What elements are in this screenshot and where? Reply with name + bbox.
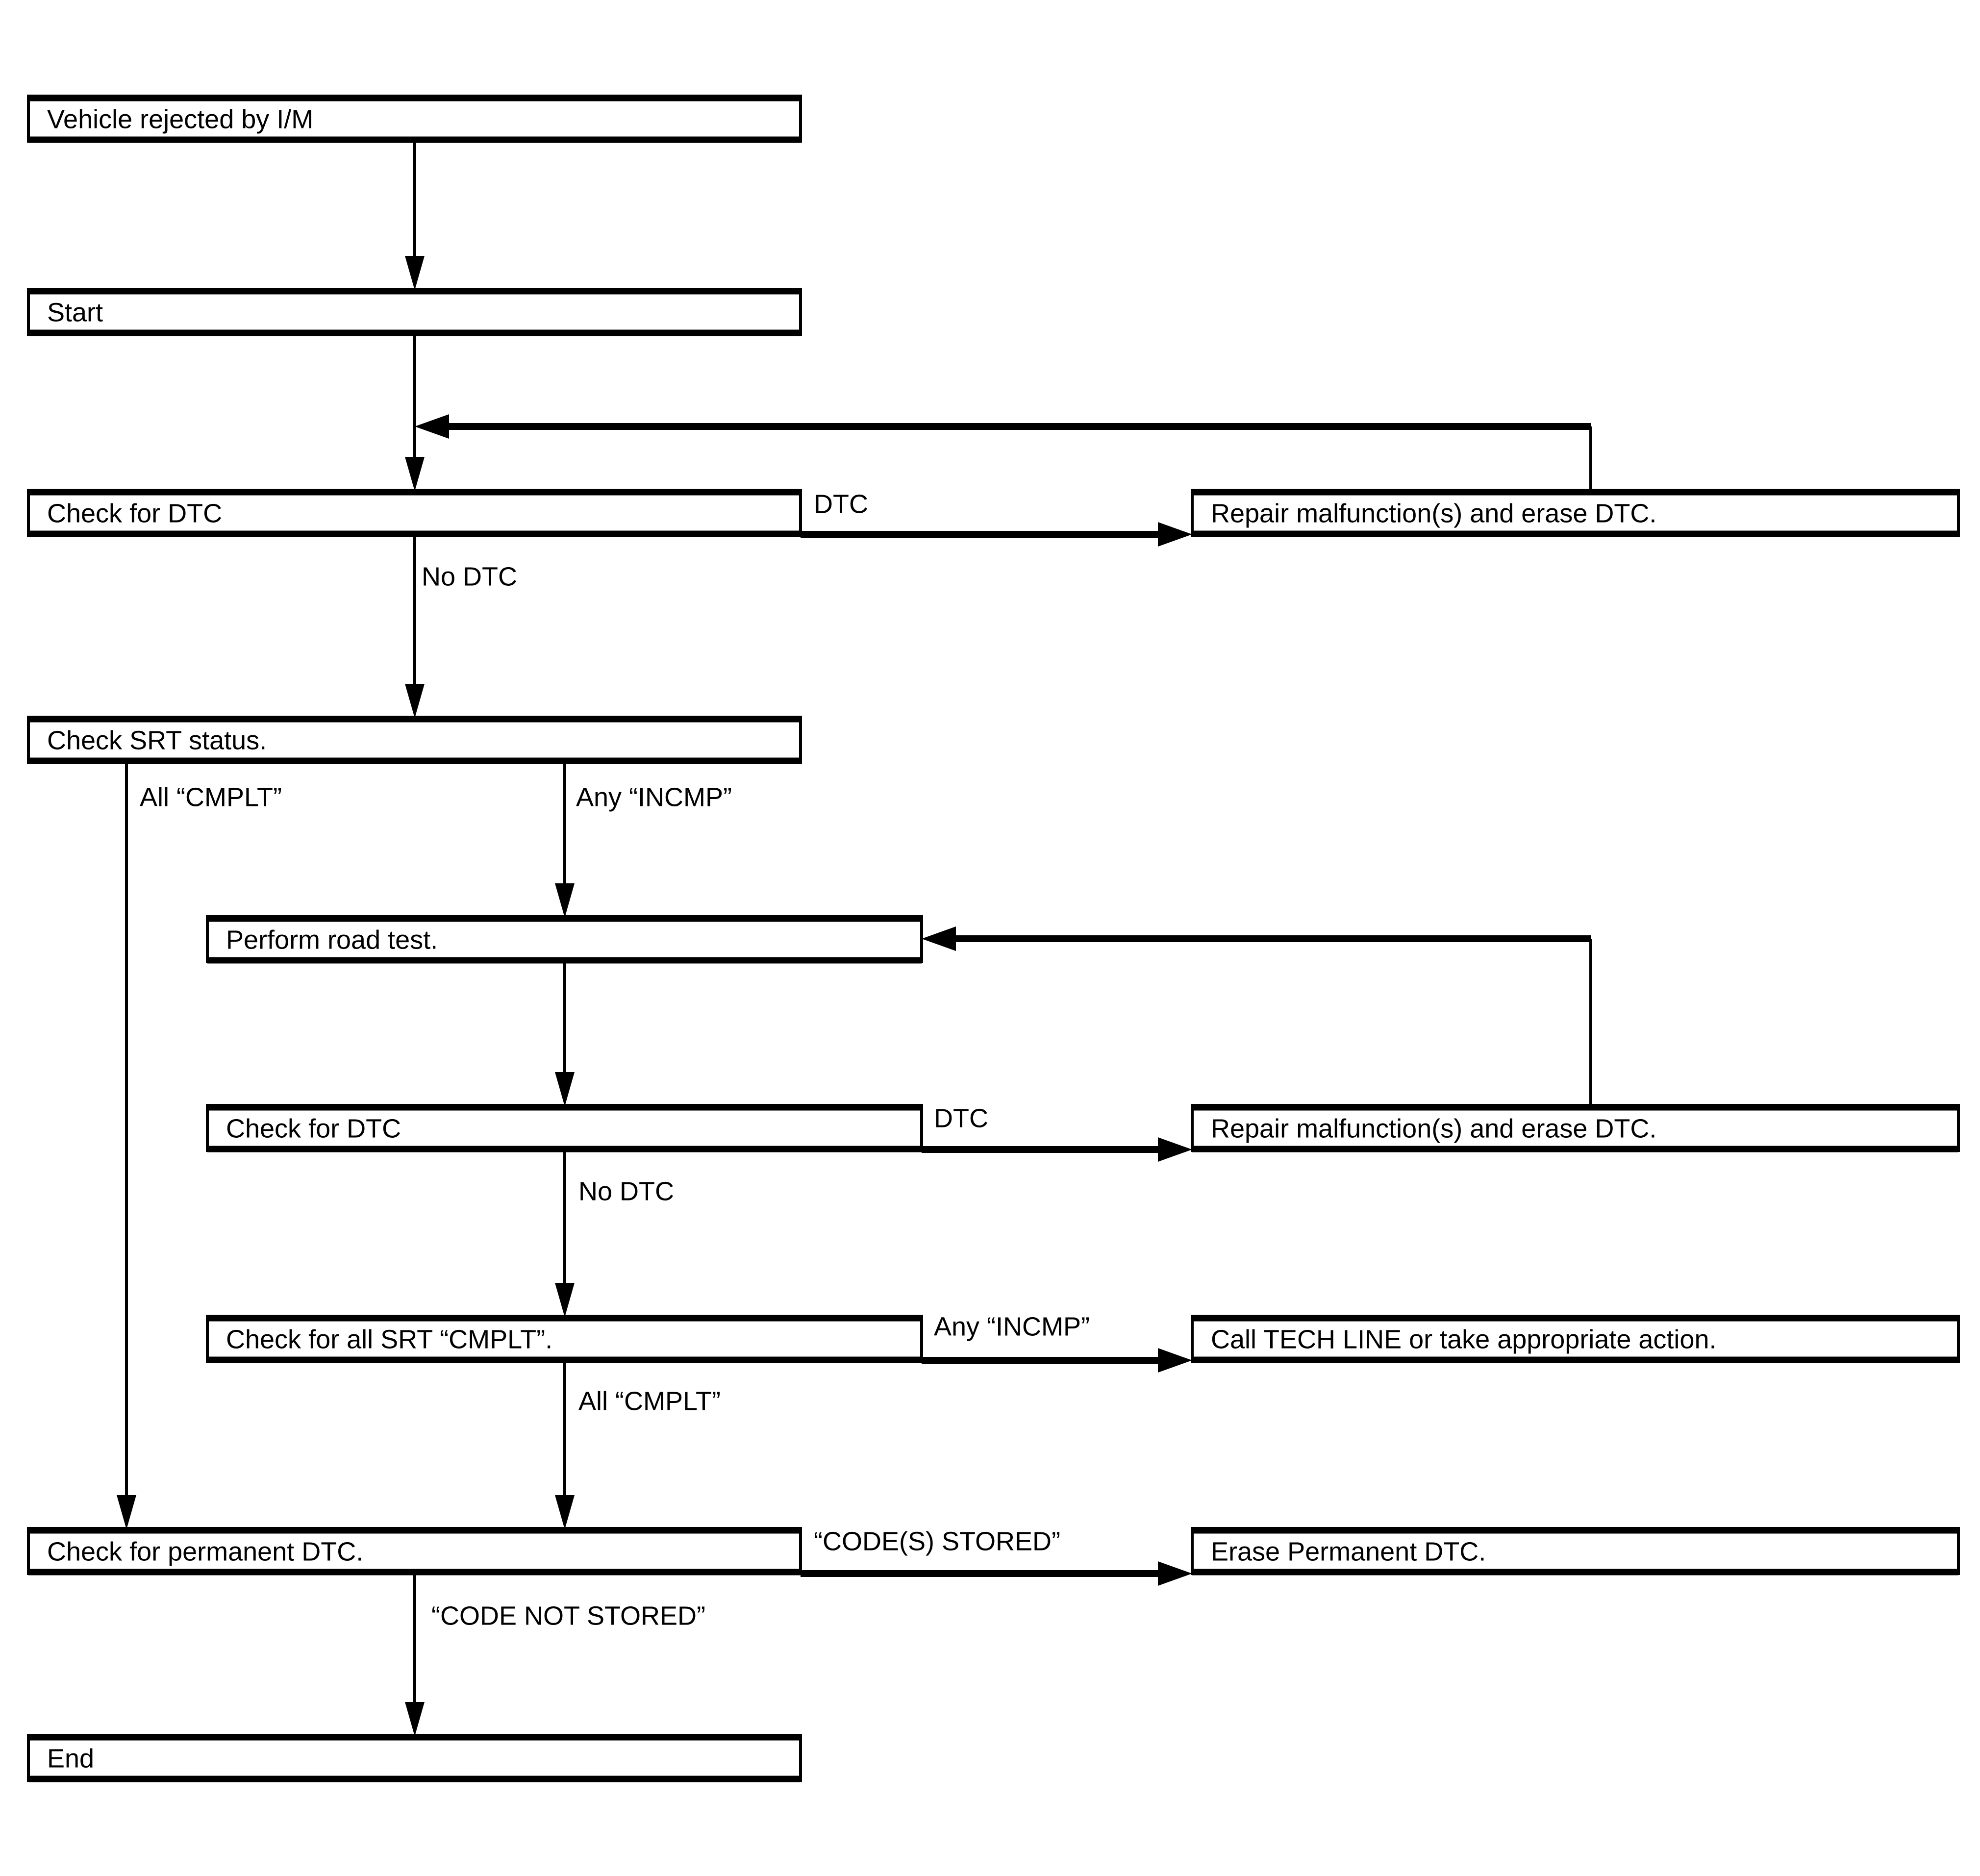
edge-label-any-incmp-1: Any “INCMP” (576, 782, 732, 812)
node-check-permanent-dtc[interactable]: Check for permanent DTC. (27, 1527, 802, 1576)
node-road-test[interactable]: Perform road test. (206, 915, 923, 964)
edge-label-codes-stored: “CODE(S) STORED” (814, 1526, 1060, 1556)
edge-label-all-cmplt-1: All “CMPLT” (140, 782, 282, 812)
connector-check-dtc-1-to-check-srt (405, 535, 425, 718)
node-check-srt[interactable]: Check SRT status. (27, 716, 802, 764)
node-label-vehicle-rejected: Vehicle rejected by I/M (47, 104, 313, 134)
node-label-erase-permanent-dtc: Erase Permanent DTC. (1211, 1537, 1486, 1566)
connector-vehicle-rejected-to-start (405, 142, 425, 290)
edge-label-dtc-1: DTC (814, 489, 868, 519)
node-erase-permanent-dtc[interactable]: Erase Permanent DTC. (1191, 1527, 1960, 1576)
node-label-start: Start (47, 298, 103, 327)
connector-road-test-to-check-dtc-2 (555, 962, 575, 1106)
node-label-end: End (47, 1744, 94, 1773)
connector-check-all-srt-to-call-tech-line (922, 1348, 1192, 1373)
node-label-call-tech-line: Call TECH LINE or take appropriate actio… (1211, 1325, 1716, 1354)
edge-label-no-dtc-2: No DTC (578, 1176, 674, 1206)
node-start[interactable]: Start (27, 288, 802, 336)
connector-check-dtc-2-to-check-all-srt (555, 1151, 575, 1317)
edge-label-no-dtc-1: No DTC (422, 562, 517, 591)
connector-check-all-srt-to-check-permanent-dtc (555, 1361, 575, 1529)
connector-check-permanent-dtc-to-erase-permanent-dtc (801, 1561, 1192, 1586)
connector-repair-2-feedback-loop (922, 926, 1592, 1104)
connector-start-to-check-dtc-1 (405, 335, 425, 491)
node-label-road-test: Perform road test. (226, 925, 438, 954)
edge-label-code-not-stored: “CODE NOT STORED” (431, 1601, 705, 1630)
node-label-check-srt: Check SRT status. (47, 725, 267, 755)
node-call-tech-line[interactable]: Call TECH LINE or take appropriate actio… (1191, 1315, 1960, 1363)
node-label-repair-1: Repair malfunction(s) and erase DTC. (1211, 499, 1656, 528)
node-end[interactable]: End (27, 1734, 802, 1782)
node-check-all-srt[interactable]: Check for all SRT “CMPLT”. (206, 1315, 923, 1363)
node-label-check-permanent-dtc: Check for permanent DTC. (47, 1537, 363, 1566)
edge-label-any-incmp-2: Any “INCMP” (934, 1312, 1090, 1341)
node-label-repair-2: Repair malfunction(s) and erase DTC. (1211, 1114, 1656, 1143)
connector-check-srt-to-check-permanent-dtc (117, 762, 136, 1529)
node-label-check-all-srt: Check for all SRT “CMPLT”. (226, 1325, 552, 1354)
node-vehicle-rejected[interactable]: Vehicle rejected by I/M (27, 95, 802, 143)
connector-check-dtc-1-to-repair-1 (801, 522, 1192, 547)
node-check-dtc-1[interactable]: Check for DTC (27, 489, 802, 537)
node-check-dtc-2[interactable]: Check for DTC (206, 1104, 923, 1152)
edge-label-all-cmplt-2: All “CMPLT” (578, 1386, 721, 1416)
node-repair-1[interactable]: Repair malfunction(s) and erase DTC. (1191, 489, 1960, 537)
connector-check-srt-to-road-test (555, 762, 575, 918)
node-label-check-dtc-2: Check for DTC (226, 1114, 401, 1143)
node-repair-2[interactable]: Repair malfunction(s) and erase DTC. (1191, 1104, 1960, 1152)
connector-repair-1-feedback-loop (415, 414, 1592, 489)
connector-check-permanent-dtc-to-end (405, 1575, 425, 1736)
node-label-check-dtc-1: Check for DTC (47, 499, 222, 528)
connector-check-dtc-2-to-repair-2 (922, 1137, 1192, 1162)
edge-label-dtc-2: DTC (934, 1103, 988, 1133)
